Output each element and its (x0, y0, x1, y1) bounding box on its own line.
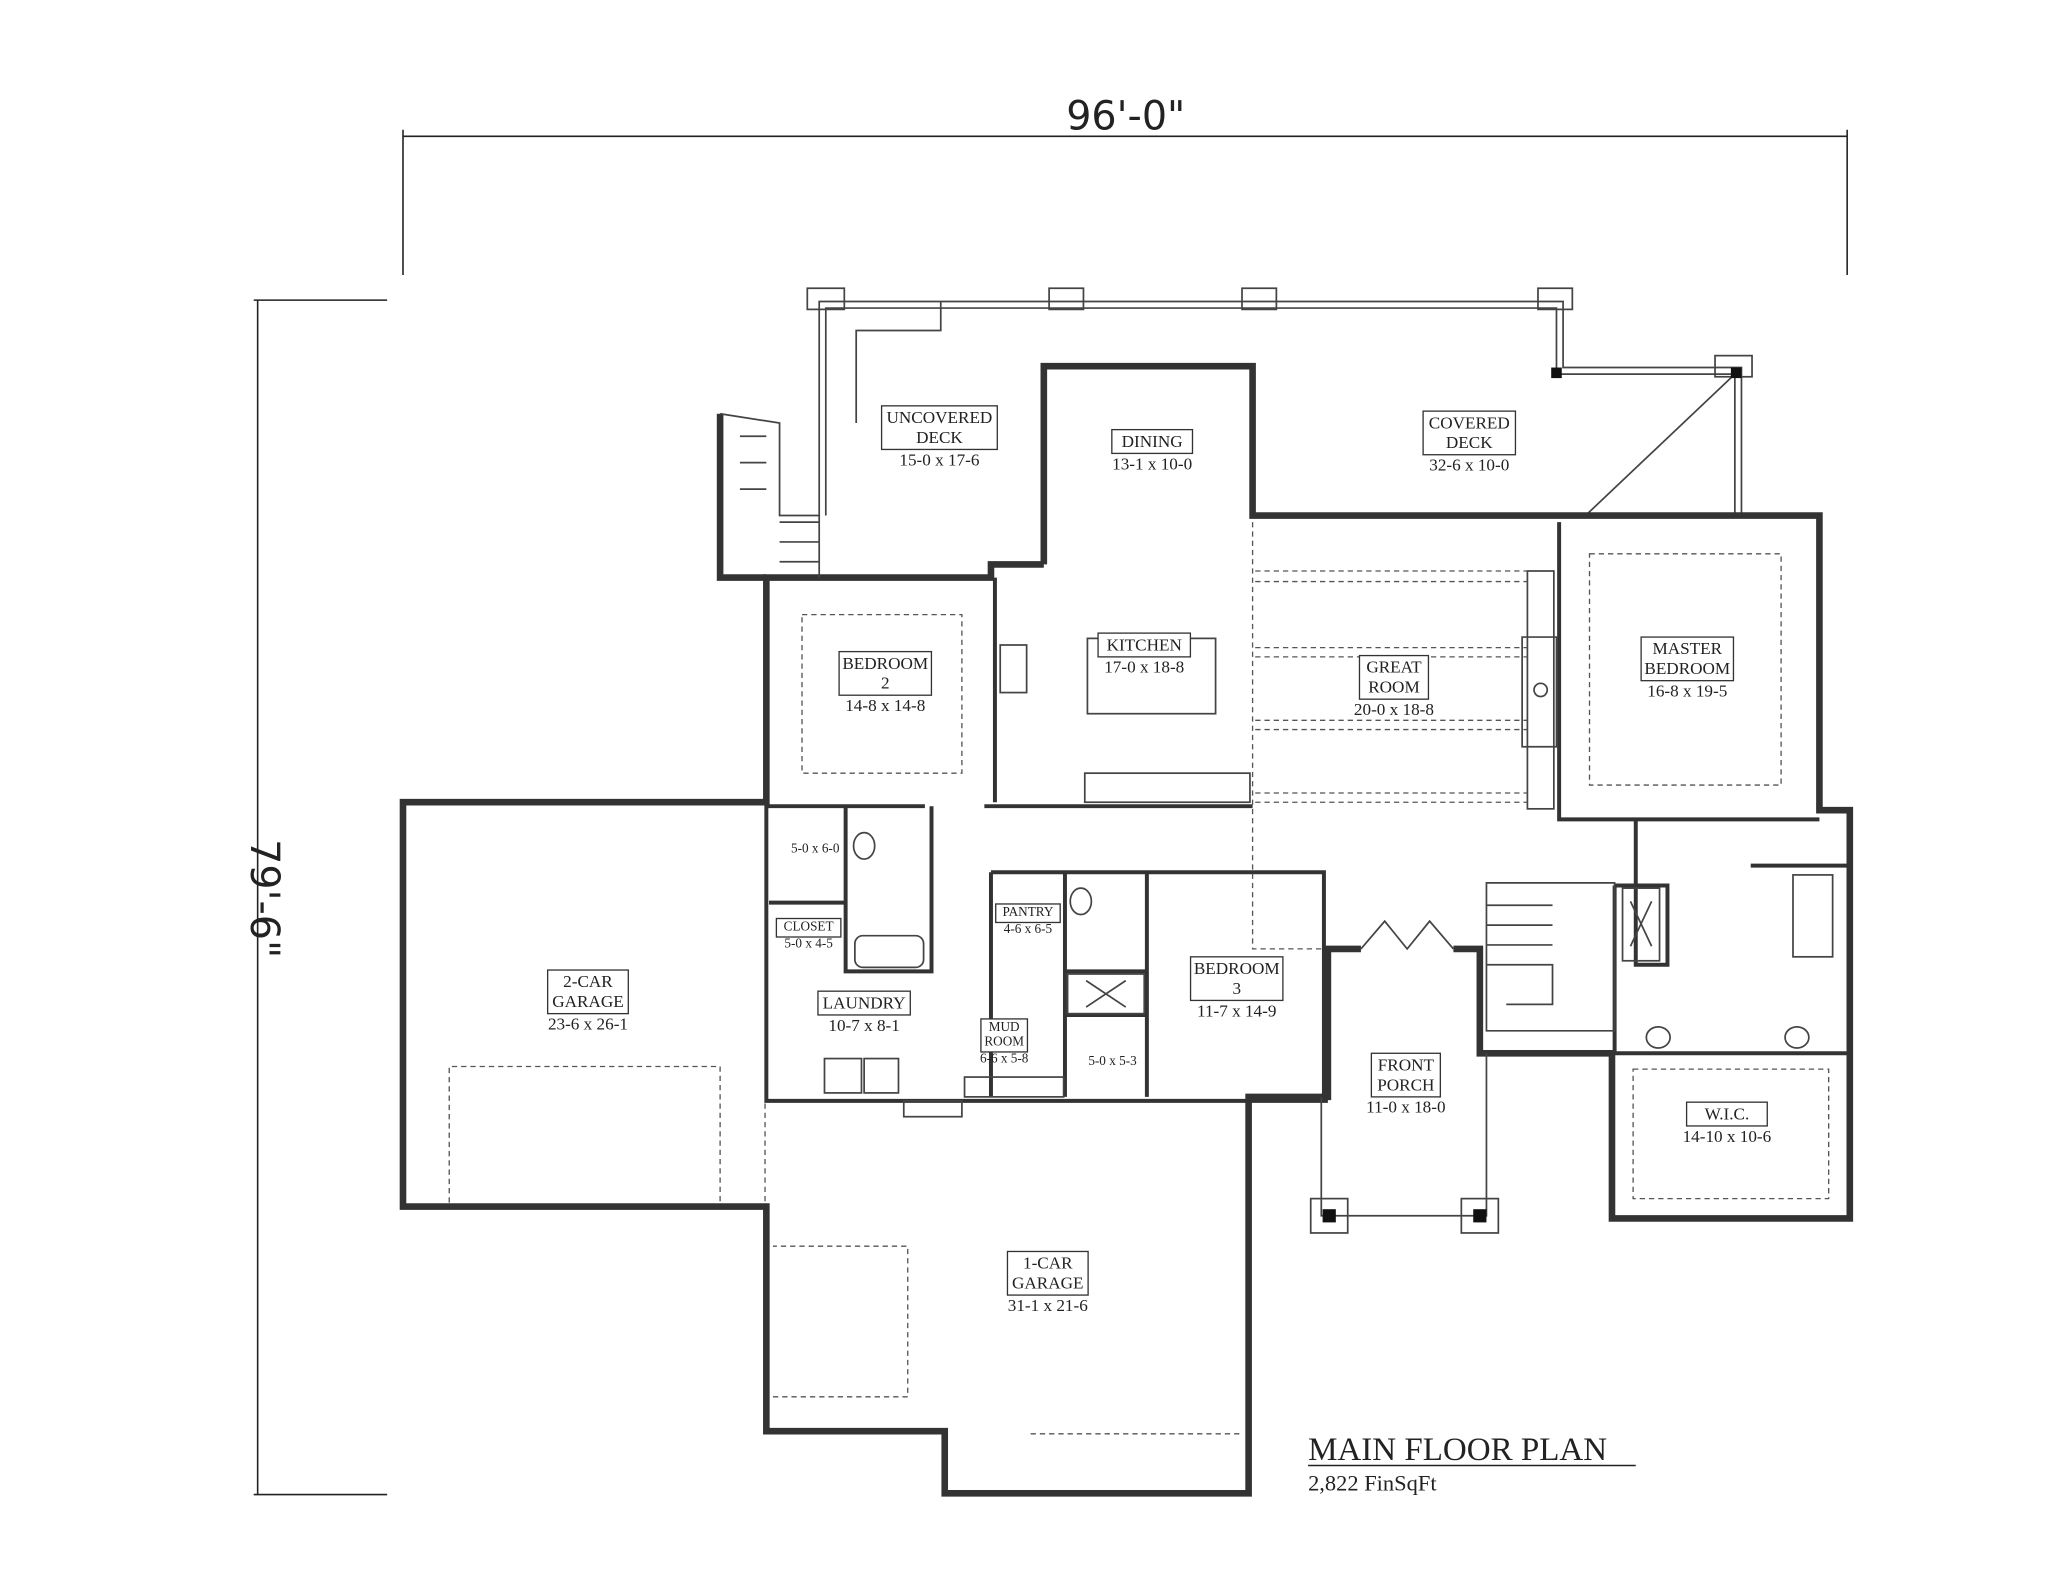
room-label: CLOSET 5-0 x 4-5 (775, 917, 842, 951)
room-name-box (880, 405, 998, 451)
room-name-box (980, 1018, 1029, 1053)
interior-walls (719, 412, 1848, 1234)
room-name: CLOSET (784, 918, 834, 933)
plan-area: 2,822 FinSqFt (1308, 1471, 1437, 1496)
room-name-box (1370, 1052, 1441, 1098)
room-size: 31-1 x 21-6 (1008, 1296, 1088, 1315)
room-label: LAUNDRY 10-7 x 8-1 (817, 990, 911, 1035)
room-name: DECK (916, 428, 963, 447)
room-size: 17-0 x 18-8 (1104, 658, 1184, 677)
room-name-box (1111, 428, 1194, 455)
room-size: 5-0 x 4-5 (784, 936, 833, 951)
room-size: 32-6 x 10-0 (1429, 456, 1509, 475)
room-label: 5-0 x 6-0 (791, 840, 840, 855)
room-name: BEDROOM (1644, 659, 1730, 678)
plan-title-block: MAIN FLOOR PLAN 2,822 FinSqFt (1308, 1432, 1636, 1496)
room-name: PANTRY (1003, 904, 1054, 919)
plan-title: MAIN FLOOR PLAN (1308, 1432, 1607, 1468)
room-name: MASTER (1652, 639, 1722, 658)
dashed-lines (448, 522, 1830, 1435)
room-size: 14-10 x 10-6 (1683, 1127, 1772, 1146)
room-name: 2 (881, 674, 890, 693)
room-name-box (1422, 410, 1517, 456)
room-label: KITCHEN 17-0 x 18-8 (1097, 632, 1192, 677)
room-name: GARAGE (1012, 1273, 1083, 1292)
room-size: 10-7 x 8-1 (828, 1016, 899, 1035)
depth-dimension: 79'-6" (241, 299, 388, 1496)
room-label: W.I.C. 14-10 x 10-6 (1683, 1101, 1772, 1146)
exterior-walls (399, 362, 1854, 1497)
room-name: DINING (1122, 432, 1183, 451)
stair-walls (716, 413, 767, 581)
room-name-box (775, 917, 842, 938)
room-name-box (838, 650, 933, 696)
room-name: 2-CAR (563, 972, 613, 991)
width-dimension-label: 96'-0" (1066, 94, 1185, 140)
room-name: UNCOVERED (887, 408, 993, 427)
room-name-box (1358, 654, 1430, 700)
room-name: LAUNDRY (823, 993, 906, 1012)
room-name: BEDROOM (842, 654, 928, 673)
room-size: 14-8 x 14-8 (845, 696, 925, 715)
room-name: PORCH (1377, 1075, 1434, 1094)
room-size: 15-0 x 17-6 (899, 450, 979, 469)
room-label: 5-0 x 5-3 (1088, 1053, 1137, 1068)
room-size: 11-0 x 18-0 (1366, 1098, 1445, 1117)
room-label: DINING 13-1 x 10-0 (1111, 428, 1194, 473)
room-name-box (546, 969, 629, 1015)
deck-outlines (806, 287, 1753, 517)
room-name-box (1640, 636, 1735, 682)
room-name: 1-CAR (1023, 1254, 1073, 1273)
room-name: MUD (989, 1019, 1020, 1034)
room-name: KITCHEN (1107, 635, 1182, 654)
room-size: 4-6 x 6-5 (1004, 921, 1053, 936)
room-name: BEDROOM (1194, 959, 1280, 978)
width-dimension: 96'-0" (402, 94, 1848, 276)
room-name: GREAT (1366, 658, 1422, 677)
room-size: 11-7 x 14-9 (1197, 1001, 1276, 1020)
room-size: 5-0 x 5-3 (1088, 1053, 1137, 1068)
room-name: 3 (1232, 979, 1241, 998)
room-name: FRONT (1378, 1055, 1435, 1074)
room-size: 6-6 x 5-8 (980, 1051, 1029, 1066)
room-name-box (1685, 1101, 1768, 1127)
room-name: ROOM (984, 1033, 1024, 1048)
room-name-box (817, 990, 911, 1016)
room-size: 16-8 x 19-5 (1647, 682, 1727, 701)
room-size: 13-1 x 10-0 (1112, 454, 1192, 473)
room-size: 20-0 x 18-8 (1354, 700, 1434, 719)
room-name-box (1097, 632, 1192, 658)
room-name-box (995, 903, 1061, 924)
depth-dimension-label: 79'-6" (241, 839, 287, 958)
room-size: 5-0 x 6-0 (791, 840, 840, 855)
room-name-box (1006, 1250, 1089, 1296)
room-name: DECK (1446, 433, 1493, 452)
room-name: GARAGE (552, 992, 623, 1011)
room-name-box (1189, 956, 1284, 1002)
room-size: 23-6 x 26-1 (548, 1014, 628, 1033)
room-label: PANTRY 4-6 x 6-5 (995, 903, 1061, 936)
room-name: ROOM (1368, 678, 1419, 697)
room-name: W.I.C. (1705, 1104, 1750, 1123)
room-name: COVERED (1429, 413, 1510, 432)
